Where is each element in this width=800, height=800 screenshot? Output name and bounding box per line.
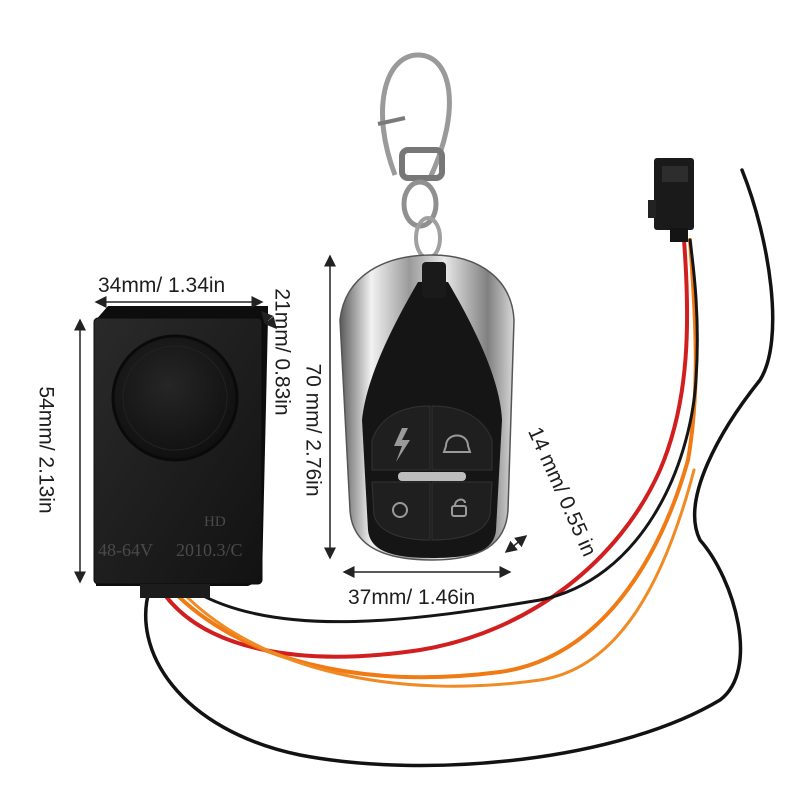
wire-harness [144, 168, 775, 768]
remote-key-fob [339, 254, 515, 561]
plug-connector [648, 158, 694, 242]
wire-orange-2 [180, 468, 696, 688]
remote-buttons [371, 405, 493, 541]
lock-icon [392, 502, 408, 518]
dimension-lines [74, 254, 528, 584]
module-height-label: 54mm/ 2.13in [34, 386, 58, 514]
keyring-icon [377, 52, 452, 260]
brand-marking: HD [204, 514, 226, 530]
wire-black-2 [194, 238, 699, 624]
wire-black-1 [144, 168, 775, 768]
module-depth-label: 21mm/ 0.83in [270, 288, 294, 416]
module-width-label: 34mm/ 1.34in [98, 274, 226, 297]
bell-icon [442, 434, 472, 453]
voltage-marking: 48-64V [98, 540, 153, 560]
speaker-grille [111, 334, 239, 462]
lightning-icon [394, 428, 410, 462]
alarm-module: HD 48-64V 2010.3/C [93, 306, 268, 598]
remote-width-label: 37mm/ 1.46in [348, 586, 476, 609]
unlock-icon [451, 498, 467, 517]
remote-height-label: 70 mm/ 2.76in [301, 363, 325, 497]
module-markings: HD 48-64V 2010.3/C [98, 514, 243, 560]
code-marking: 2010.3/C [176, 540, 243, 560]
